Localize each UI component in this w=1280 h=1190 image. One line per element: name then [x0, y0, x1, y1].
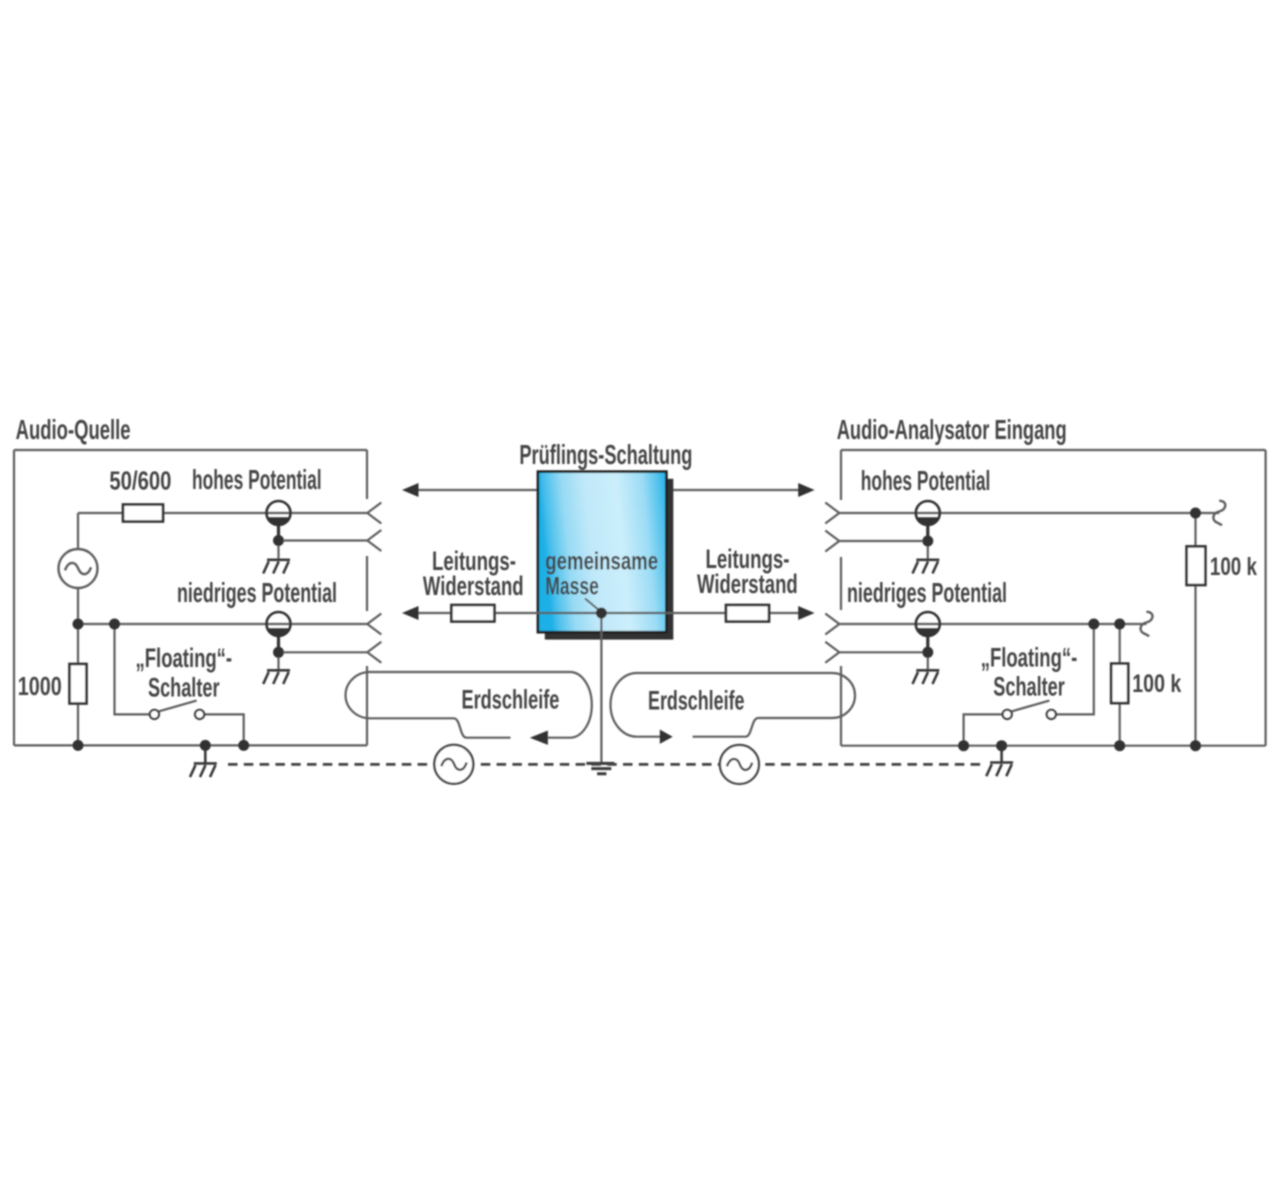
svg-text:„Floating“-: „Floating“-	[981, 642, 1078, 672]
svg-text:100 k: 100 k	[1132, 670, 1181, 698]
svg-text:50/600: 50/600	[109, 466, 171, 496]
svg-text:Leitungs-: Leitungs-	[706, 544, 790, 574]
svg-text:Schalter: Schalter	[148, 673, 220, 703]
svg-text:Masse: Masse	[545, 573, 599, 601]
svg-text:hohes Potential: hohes Potential	[861, 465, 991, 496]
svg-text:Erdschleife: Erdschleife	[462, 685, 560, 715]
svg-text:Widerstand: Widerstand	[697, 569, 798, 599]
svg-text:niedriges Potential: niedriges Potential	[847, 577, 1007, 608]
svg-text:Widerstand: Widerstand	[423, 571, 524, 601]
svg-text:Schalter: Schalter	[993, 671, 1065, 701]
svg-text:Audio-Analysator Eingang: Audio-Analysator Eingang	[837, 414, 1067, 445]
svg-text:niedriges Potential: niedriges Potential	[177, 577, 337, 608]
svg-text:Erdschleife: Erdschleife	[648, 686, 745, 716]
svg-text:1000: 1000	[18, 671, 62, 701]
svg-text:„Floating“-: „Floating“-	[136, 643, 233, 673]
svg-text:Audio-Quelle: Audio-Quelle	[16, 414, 131, 445]
svg-text:100 k: 100 k	[1210, 553, 1257, 581]
svg-text:Prüflings-Schaltung: Prüflings-Schaltung	[519, 439, 692, 470]
svg-text:gemeinsame: gemeinsame	[545, 548, 658, 576]
svg-text:hohes Potential: hohes Potential	[192, 464, 322, 495]
svg-text:Leitungs-: Leitungs-	[432, 546, 516, 576]
